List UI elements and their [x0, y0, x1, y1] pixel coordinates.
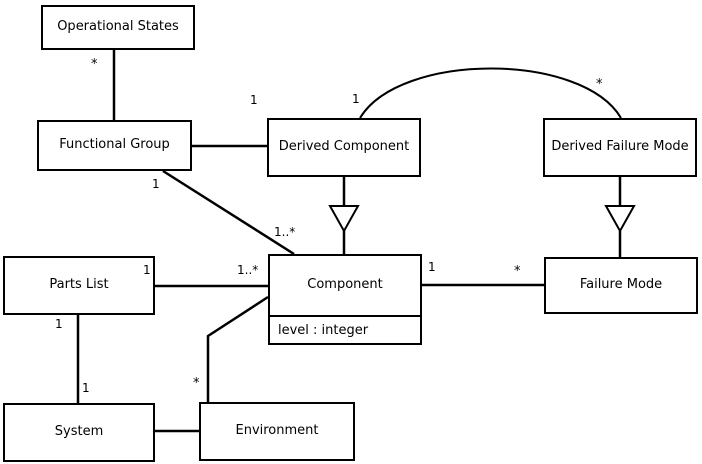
- multiplicity-failure-mode-component: *: [514, 264, 521, 279]
- class-box-operational-states[interactable]: Operational States: [41, 5, 195, 50]
- edge-functional-group-component: [162, 169, 295, 256]
- class-box-derived-component[interactable]: Derived Component: [267, 118, 421, 177]
- multiplicity-environment-component: *: [193, 376, 200, 391]
- edge-derived-component-derived-failure-mode-arc: [359, 67, 622, 119]
- class-attribute-component-level: level : integer: [270, 315, 420, 343]
- multiplicity-component-parts-list: 1..*: [237, 263, 259, 277]
- multiplicity-functional-group-component: 1: [152, 177, 160, 191]
- class-name-parts-list: Parts List: [49, 277, 109, 293]
- multiplicity-component-failure-mode: 1: [428, 260, 436, 274]
- class-name-derived-failure-mode: Derived Failure Mode: [551, 139, 689, 155]
- class-box-parts-list[interactable]: Parts List: [3, 256, 155, 315]
- generalization-triangle-failure-mode: [604, 205, 636, 234]
- multiplicity-functional-group-derived-component: 1: [250, 93, 258, 107]
- class-box-system[interactable]: System: [3, 403, 155, 462]
- class-name-operational-states: Operational States: [57, 19, 179, 35]
- multiplicity-derived-component-arc: 1: [352, 92, 360, 106]
- class-box-functional-group[interactable]: Functional Group: [37, 120, 192, 171]
- multiplicity-system-parts-list: 1: [82, 381, 90, 395]
- multiplicity-parts-list-system: 1: [55, 317, 63, 331]
- generalization-triangle-component: [328, 205, 360, 234]
- multiplicity-parts-list-component: 1: [143, 263, 151, 277]
- class-name-failure-mode: Failure Mode: [579, 277, 663, 293]
- class-name-functional-group: Functional Group: [59, 137, 170, 153]
- multiplicity-component-functional-group: 1..*: [274, 225, 296, 239]
- class-name-derived-component: Derived Component: [278, 139, 410, 155]
- class-name-system: System: [54, 424, 104, 440]
- class-box-derived-failure-mode[interactable]: Derived Failure Mode: [543, 118, 697, 177]
- class-box-failure-mode[interactable]: Failure Mode: [544, 257, 698, 314]
- class-box-environment[interactable]: Environment: [199, 402, 355, 461]
- class-name-component: Component: [307, 277, 383, 293]
- edge-environment-component: [206, 295, 269, 402]
- class-name-environment: Environment: [235, 423, 319, 439]
- class-box-component[interactable]: Component level : integer: [268, 254, 422, 345]
- multiplicity-derived-failure-mode-arc: *: [596, 77, 603, 92]
- multiplicity-operational-states-functional-group: *: [91, 57, 98, 72]
